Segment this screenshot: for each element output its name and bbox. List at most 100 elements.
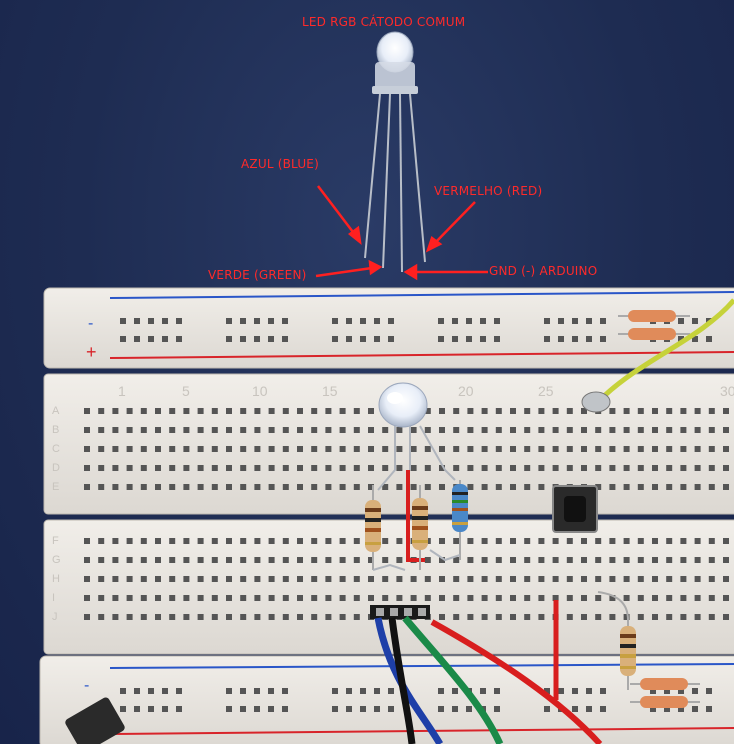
row-letter: J — [52, 611, 58, 623]
terminal-hole — [353, 538, 360, 544]
terminal-hole — [680, 576, 687, 582]
terminal-hole — [211, 557, 218, 563]
terminal-hole — [453, 576, 460, 582]
terminal-hole — [155, 408, 161, 414]
terminal-hole — [723, 484, 729, 490]
terminal-hole — [396, 557, 403, 563]
terminal-hole — [524, 538, 531, 544]
terminal-hole — [339, 595, 346, 601]
rail-hole — [452, 336, 458, 342]
terminal-hole — [396, 446, 403, 452]
terminal-hole — [84, 595, 90, 601]
terminal-hole — [254, 427, 261, 433]
terminal-hole — [368, 446, 374, 452]
terminal-hole — [666, 484, 673, 490]
terminal-hole — [495, 446, 502, 452]
rail-hole — [254, 318, 260, 324]
terminal-hole — [467, 595, 474, 601]
rail-hole — [480, 336, 486, 342]
terminal-hole — [226, 408, 232, 414]
terminal-hole — [339, 446, 346, 452]
terminal-hole — [169, 465, 176, 471]
terminal-hole — [183, 408, 190, 414]
rail-hole — [452, 688, 458, 694]
terminal-hole — [424, 484, 431, 490]
resistor-1 — [365, 485, 381, 570]
terminal-hole — [666, 465, 673, 471]
rail-hole — [226, 688, 232, 694]
terminal-hole — [439, 427, 445, 433]
terminal-hole — [140, 484, 147, 490]
rail-hole — [388, 318, 394, 324]
rail-hole — [268, 336, 274, 342]
terminal-hole — [552, 576, 559, 582]
terminal-hole — [453, 408, 460, 414]
terminal-hole — [268, 595, 275, 601]
terminal-hole — [169, 576, 176, 582]
rail-hole — [176, 318, 182, 324]
terminal-hole — [723, 446, 729, 452]
led-title-label: LED RGB CÁTODO COMUM — [302, 15, 466, 29]
terminal-hole — [609, 484, 616, 490]
terminal-hole — [467, 576, 474, 582]
rail-hole — [494, 688, 500, 694]
rail-hole — [600, 318, 606, 324]
terminal-hole — [126, 408, 133, 414]
terminal-hole — [723, 408, 729, 414]
terminal-hole — [552, 538, 559, 544]
rail-hole — [572, 318, 578, 324]
terminal-hole — [282, 614, 289, 620]
terminal-hole — [524, 484, 531, 490]
terminal-hole — [211, 614, 218, 620]
terminal-hole — [183, 465, 190, 471]
terminal-hole — [666, 576, 673, 582]
terminal-hole — [581, 576, 587, 582]
terminal-hole — [694, 614, 701, 620]
terminal-hole — [424, 427, 431, 433]
rail-hole — [346, 318, 352, 324]
rail-hole — [346, 688, 352, 694]
rail-hole — [346, 336, 352, 342]
terminal-hole — [353, 408, 360, 414]
row-letter: F — [52, 535, 59, 547]
terminal-hole — [680, 484, 687, 490]
terminal-hole — [197, 538, 204, 544]
terminal-hole — [723, 614, 729, 620]
rail-hole — [176, 688, 182, 694]
terminal-hole — [439, 408, 445, 414]
terminal-hole — [254, 595, 261, 601]
terminal-hole — [268, 408, 275, 414]
terminal-hole — [453, 427, 460, 433]
rail-hole — [268, 688, 274, 694]
terminal-hole — [637, 465, 644, 471]
rail-hole — [650, 706, 656, 712]
terminal-hole — [424, 465, 431, 471]
terminal-hole — [211, 595, 218, 601]
gnd-pin-label: GND (-) ARDUINO — [489, 264, 598, 278]
terminal-hole — [538, 446, 545, 452]
terminal-hole — [481, 595, 488, 601]
terminal-hole — [211, 427, 218, 433]
terminal-hole — [581, 614, 587, 620]
terminal-hole — [197, 465, 204, 471]
terminal-hole — [439, 465, 445, 471]
terminal-hole — [637, 614, 644, 620]
terminal-hole — [637, 446, 644, 452]
terminal-hole — [98, 557, 105, 563]
terminal-hole — [581, 446, 587, 452]
terminal-hole — [609, 557, 616, 563]
terminal-hole — [652, 557, 658, 563]
terminal-hole — [240, 557, 247, 563]
terminal-hole — [112, 446, 119, 452]
terminal-hole — [495, 576, 502, 582]
column-number: 15 — [322, 383, 338, 399]
terminal-hole — [254, 614, 261, 620]
rail-hole — [650, 688, 656, 694]
terminal-hole — [524, 557, 531, 563]
terminal-hole — [652, 408, 658, 414]
terminal-hole — [211, 446, 218, 452]
rail-hole — [120, 706, 126, 712]
terminal-hole — [382, 465, 389, 471]
terminal-hole — [254, 557, 261, 563]
